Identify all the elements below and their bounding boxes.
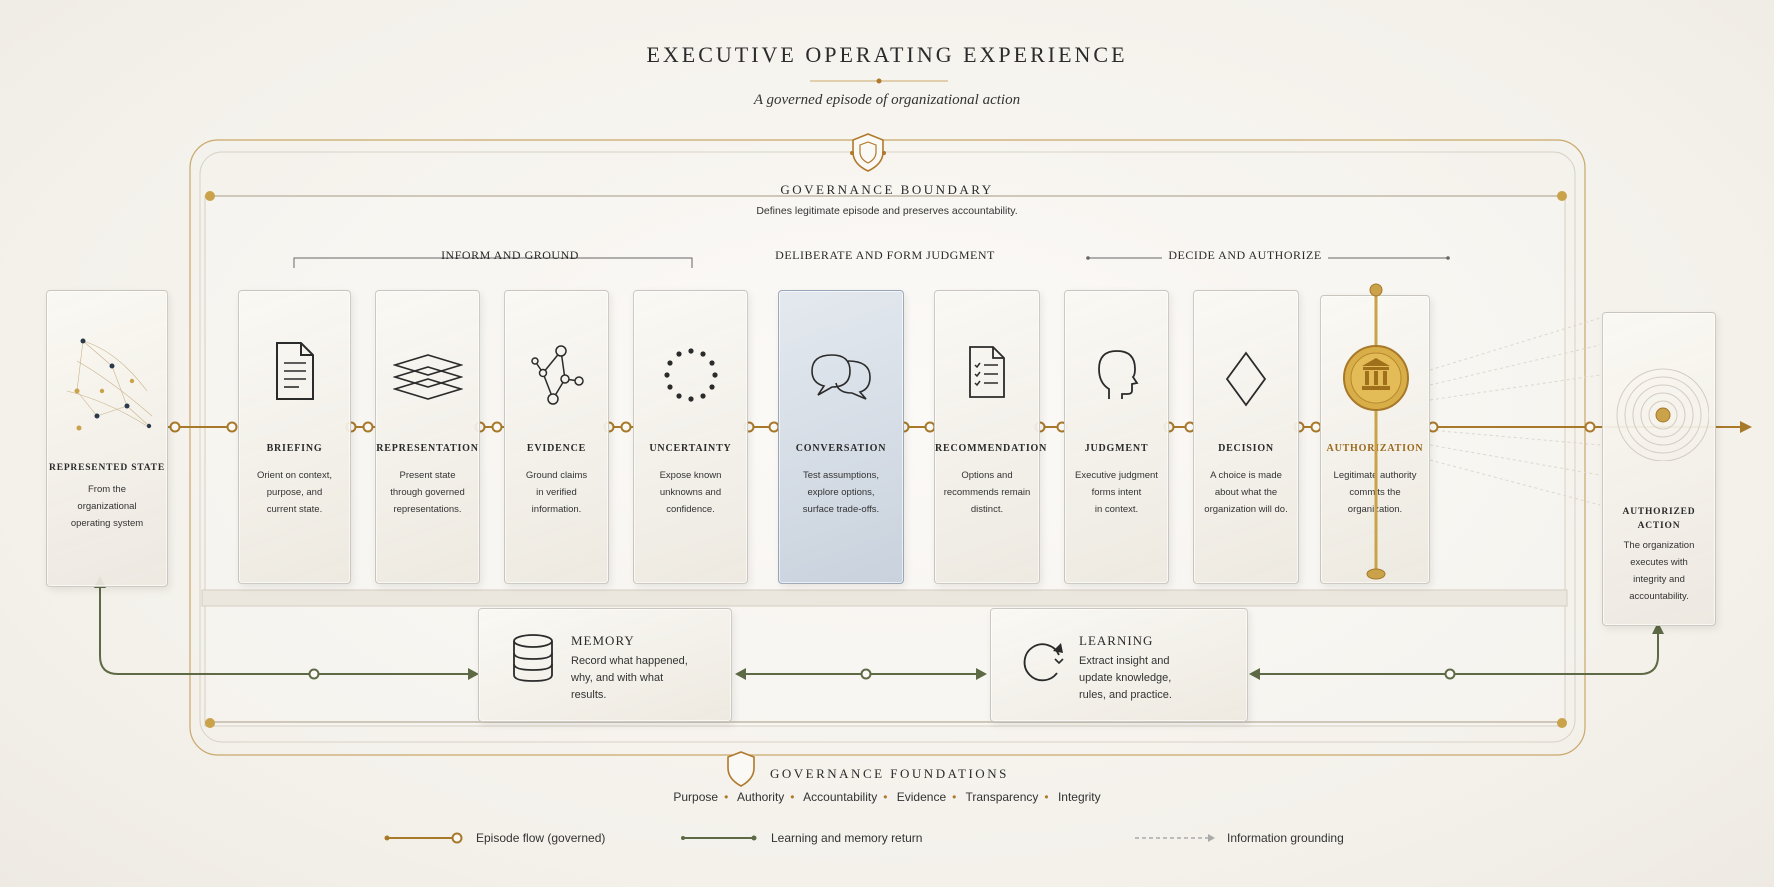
arrow-up-icon [1652, 622, 1664, 634]
page-title: EXECUTIVE OPERATING EXPERIENCE [646, 42, 1128, 67]
learning-title: LEARNING [1079, 633, 1154, 648]
memory-box[interactable]: MEMORY Record what happened, why, and wi… [478, 608, 732, 722]
diamond-icon [1225, 351, 1267, 407]
arrow-left-icon [1249, 668, 1260, 680]
corner-pin [205, 718, 215, 728]
page-subtitle: A governed episode of organizational act… [753, 92, 1021, 108]
governance-foundations-list: Purpose• Authority• Accountability• Evid… [673, 790, 1101, 804]
arrow-right-icon [976, 668, 987, 680]
authorized-action-card[interactable]: AUTHORIZED ACTION The organization execu… [1602, 312, 1716, 626]
step-title: BRIEFING [266, 443, 323, 454]
checklist-icon [969, 346, 1005, 398]
authorized-action-title: AUTHORIZED ACTION [1622, 507, 1696, 531]
layers-icon [392, 354, 463, 400]
step-title: CONVERSATION [795, 443, 887, 454]
step-title: DECISION [1218, 443, 1274, 454]
represented-state-desc: From the organizational operating system [70, 484, 144, 529]
governance-boundary-outer [189, 139, 1586, 756]
step-title: REPRESENTATION [376, 443, 479, 454]
foundation-item: Transparency [965, 790, 1039, 804]
refresh-cycle-icon [1023, 643, 1064, 682]
legend-grounding-line [1135, 834, 1215, 842]
network-map-icon [66, 338, 153, 431]
governance-boundary-inner [199, 151, 1576, 743]
document-icon [275, 342, 314, 400]
corner-pin [1557, 191, 1567, 201]
step-title: RECOMMENDATION [935, 443, 1048, 454]
memory-title: MEMORY [571, 633, 635, 648]
arrow-right-icon [468, 668, 479, 680]
phase-deliberate-label: DELIBERATE AND FORM JUDGMENT [775, 248, 995, 262]
step-title: EVIDENCE [526, 443, 587, 454]
represented-state-card[interactable]: REPRESENTED STATE From the organizationa… [46, 290, 168, 587]
chat-bubbles-icon [811, 354, 871, 400]
shield-icon [727, 751, 755, 787]
database-icon [513, 634, 553, 682]
phase-inform-label: INFORM AND GROUND [441, 248, 579, 262]
learning-box[interactable]: LEARNING Extract insight and update know… [990, 608, 1248, 722]
network-icon [530, 345, 584, 405]
governance-foundations-title: GOVERNANCE FOUNDATIONS [770, 766, 1009, 781]
foundation-item: Integrity [1057, 790, 1101, 804]
shield-icon [852, 133, 884, 172]
legend-episode-label: Episode flow (governed) [476, 831, 606, 845]
foundation-item: Authority [736, 790, 785, 804]
corner-pin [205, 191, 215, 201]
learning-desc: Extract insight and update knowledge, ru… [1079, 655, 1172, 701]
seal-icon [1343, 283, 1409, 580]
arrow-right-icon [1740, 421, 1752, 433]
legend-learning-line [681, 835, 757, 841]
dotted-circle-icon [663, 348, 718, 402]
legend-episode-line [384, 832, 463, 844]
step-title: UNCERTAINTY [649, 443, 732, 454]
governance-boundary-subtitle: Defines legitimate episode and preserves… [756, 205, 1018, 217]
arrow-left-icon [735, 668, 746, 680]
corner-pin [1557, 718, 1567, 728]
shelf [201, 589, 1568, 607]
foundation-item: Purpose [673, 790, 719, 804]
foundation-item: Evidence [896, 790, 947, 804]
legend-learning-label: Learning and memory return [771, 831, 923, 845]
step-desc: Test assumptions,explore options,surface… [802, 470, 880, 515]
memory-desc: Record what happened, why, and with what… [571, 655, 688, 701]
represented-state-title: REPRESENTED STATE [49, 463, 165, 473]
phase-decide-label: DECIDE AND AUTHORIZE [1168, 248, 1322, 262]
foundation-item: Accountability [803, 790, 878, 804]
governance-boundary-title: GOVERNANCE BOUNDARY [780, 182, 994, 197]
head-profile-icon [1097, 350, 1138, 399]
step-card-conversation[interactable]: CONVERSATION Test assumptions,explore op… [778, 290, 904, 584]
orbit-target-icon [1616, 368, 1709, 461]
step-title: JUDGMENT [1084, 443, 1149, 454]
authorized-action-desc: The organization executes with integrity… [1623, 540, 1695, 602]
legend-grounding-label: Information grounding [1227, 831, 1344, 845]
